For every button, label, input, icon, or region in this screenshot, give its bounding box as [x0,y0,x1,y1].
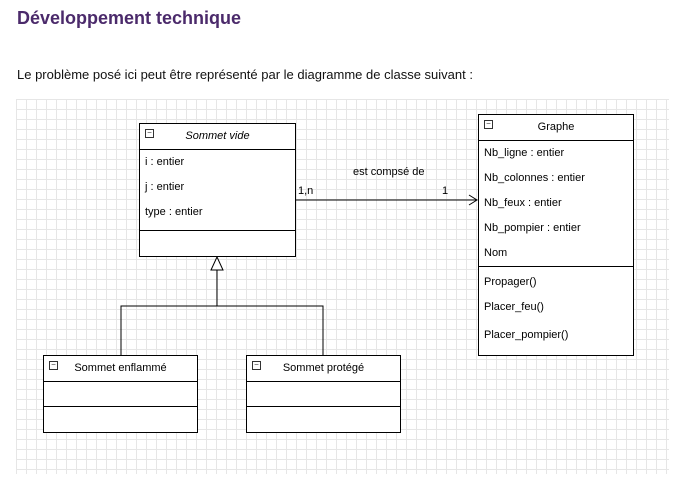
class-name: Sommet enflammé [74,362,167,374]
target-multiplicity: 1 [442,185,449,197]
collapse-icon[interactable]: − [484,120,493,129]
methods-section: Propager() Placer_feu() Placer_pompier() [479,267,633,350]
class-name: Sommet vide [185,130,250,142]
inheritance-line-enflamme [120,305,217,355]
diagram-connectors [120,194,478,355]
class-sommet-vide[interactable]: − Sommet vide i : entier j : entier type… [139,123,296,257]
class-header: − Sommet enflammé [44,356,197,382]
attribute: type : entier [145,206,203,218]
attribute: Nb_pompier : entier [484,222,581,234]
method: Propager() [484,276,537,288]
intro-text: Le problème posé ici peut être représent… [17,67,473,82]
attribute: i : entier [145,156,185,168]
inheritance-line-protege [217,305,324,355]
attribute: j : entier [145,181,185,193]
attributes-section [247,382,400,407]
collapse-icon[interactable]: − [49,361,58,370]
page-heading: Développement technique [17,8,242,28]
class-header: − Sommet vide [140,124,295,150]
attribute: Nb_colonnes : entier [484,172,585,184]
class-diagram: − Sommet vide i : entier j : entier type… [16,99,669,474]
attributes-section [44,382,197,407]
method: Placer_feu() [484,301,544,313]
class-name: Graphe [537,121,575,133]
collapse-icon[interactable]: − [145,129,154,138]
association-label: est compsé de [353,166,425,178]
method: Placer_pompier() [484,329,569,341]
collapse-icon[interactable]: − [252,361,261,370]
attributes-section: Nb_ligne : entier Nb_colonnes : entier N… [479,141,633,267]
attribute: Nb_feux : entier [484,197,562,209]
attribute: Nb_ligne : entier [484,147,565,159]
attribute: Nom [484,247,508,259]
attributes-section: i : entier j : entier type : entier [140,150,295,231]
source-multiplicity: 1,n [298,185,314,197]
association-arrowhead [468,194,478,206]
class-sommet-protege[interactable]: − Sommet protégé [246,355,401,433]
class-graphe[interactable]: − Graphe Nb_ligne : entier Nb_colonnes :… [478,114,634,356]
class-header: − Graphe [479,115,633,141]
class-name: Sommet protégé [282,362,365,374]
class-header: − Sommet protégé [247,356,400,382]
inheritance-arrowhead [210,255,224,271]
class-sommet-enflamme[interactable]: − Sommet enflammé [43,355,198,433]
